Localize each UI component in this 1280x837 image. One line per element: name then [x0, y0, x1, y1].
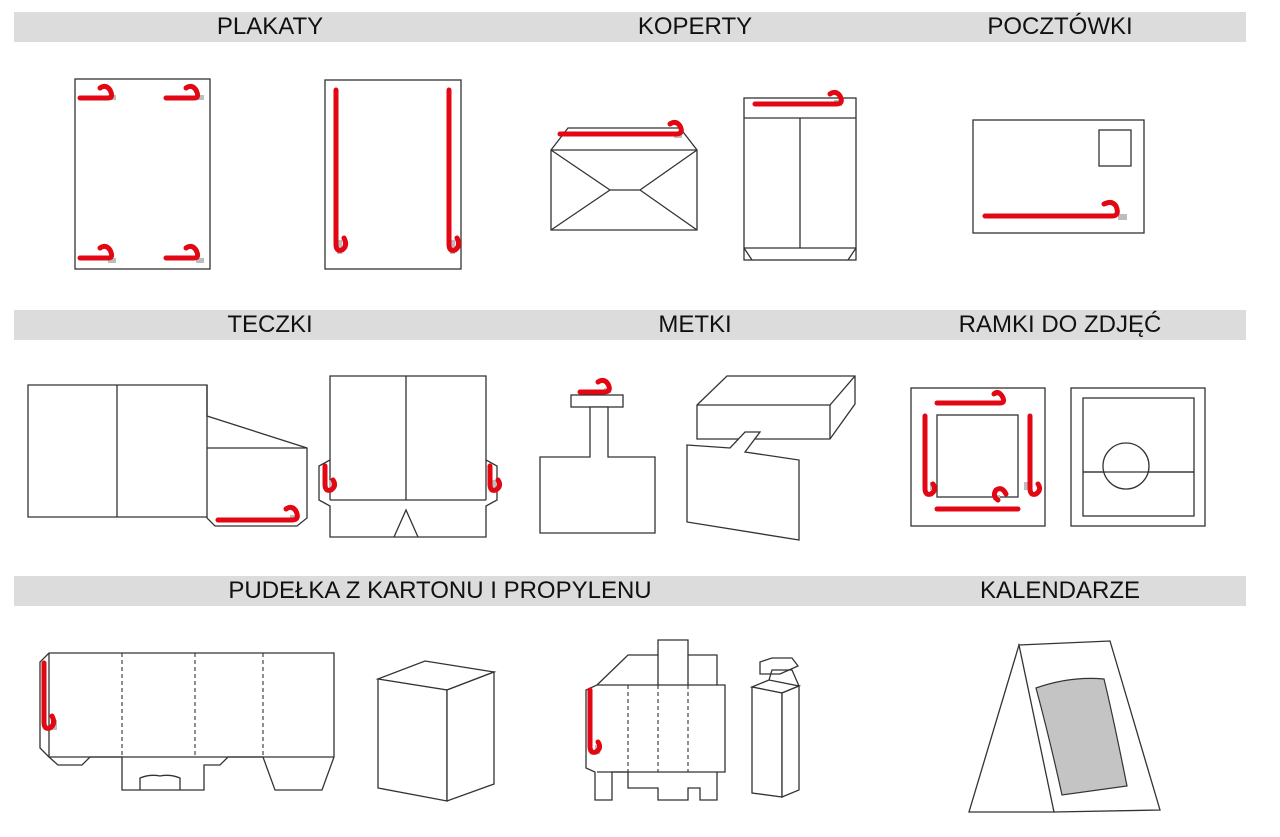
box-net-small	[585, 639, 726, 801]
photo-frame-round	[1070, 387, 1206, 527]
section-title-metki: METKI	[658, 311, 732, 338]
section-band-row-1	[14, 12, 1246, 42]
section-title-kalendarze: KALENDARZE	[979, 577, 1141, 604]
section-title-koperty: KOPERTY	[637, 13, 753, 40]
envelope-portrait	[743, 89, 857, 261]
section-title-ramki: RAMKI DO ZDJĘĆ	[958, 311, 1162, 338]
folder-flat	[27, 384, 308, 527]
box-open-3d	[375, 660, 497, 802]
section-title-teczki: TECZKI	[227, 311, 313, 338]
folder-open	[318, 375, 503, 538]
section-title-pudelka: PUDEŁKA Z KARTONU I PROPYLENU	[228, 577, 652, 604]
box-net-large	[39, 652, 335, 791]
section-band-row-2	[14, 310, 1246, 340]
box-tall-3d	[749, 657, 802, 798]
section-band-row-3	[14, 576, 1246, 606]
tag-with-box	[686, 375, 856, 541]
hang-tag	[539, 377, 656, 534]
poster-vertical-tapes	[324, 79, 462, 270]
postcard	[972, 119, 1145, 234]
photo-frame-with-tapes	[910, 387, 1046, 527]
poster-corner-tapes	[74, 78, 211, 270]
section-title-pocztowki: POCZTÓWKI	[987, 13, 1133, 40]
desk-calendar	[968, 640, 1161, 813]
section-title-plakaty: PLAKATY	[216, 13, 324, 40]
envelope-landscape	[550, 119, 698, 231]
